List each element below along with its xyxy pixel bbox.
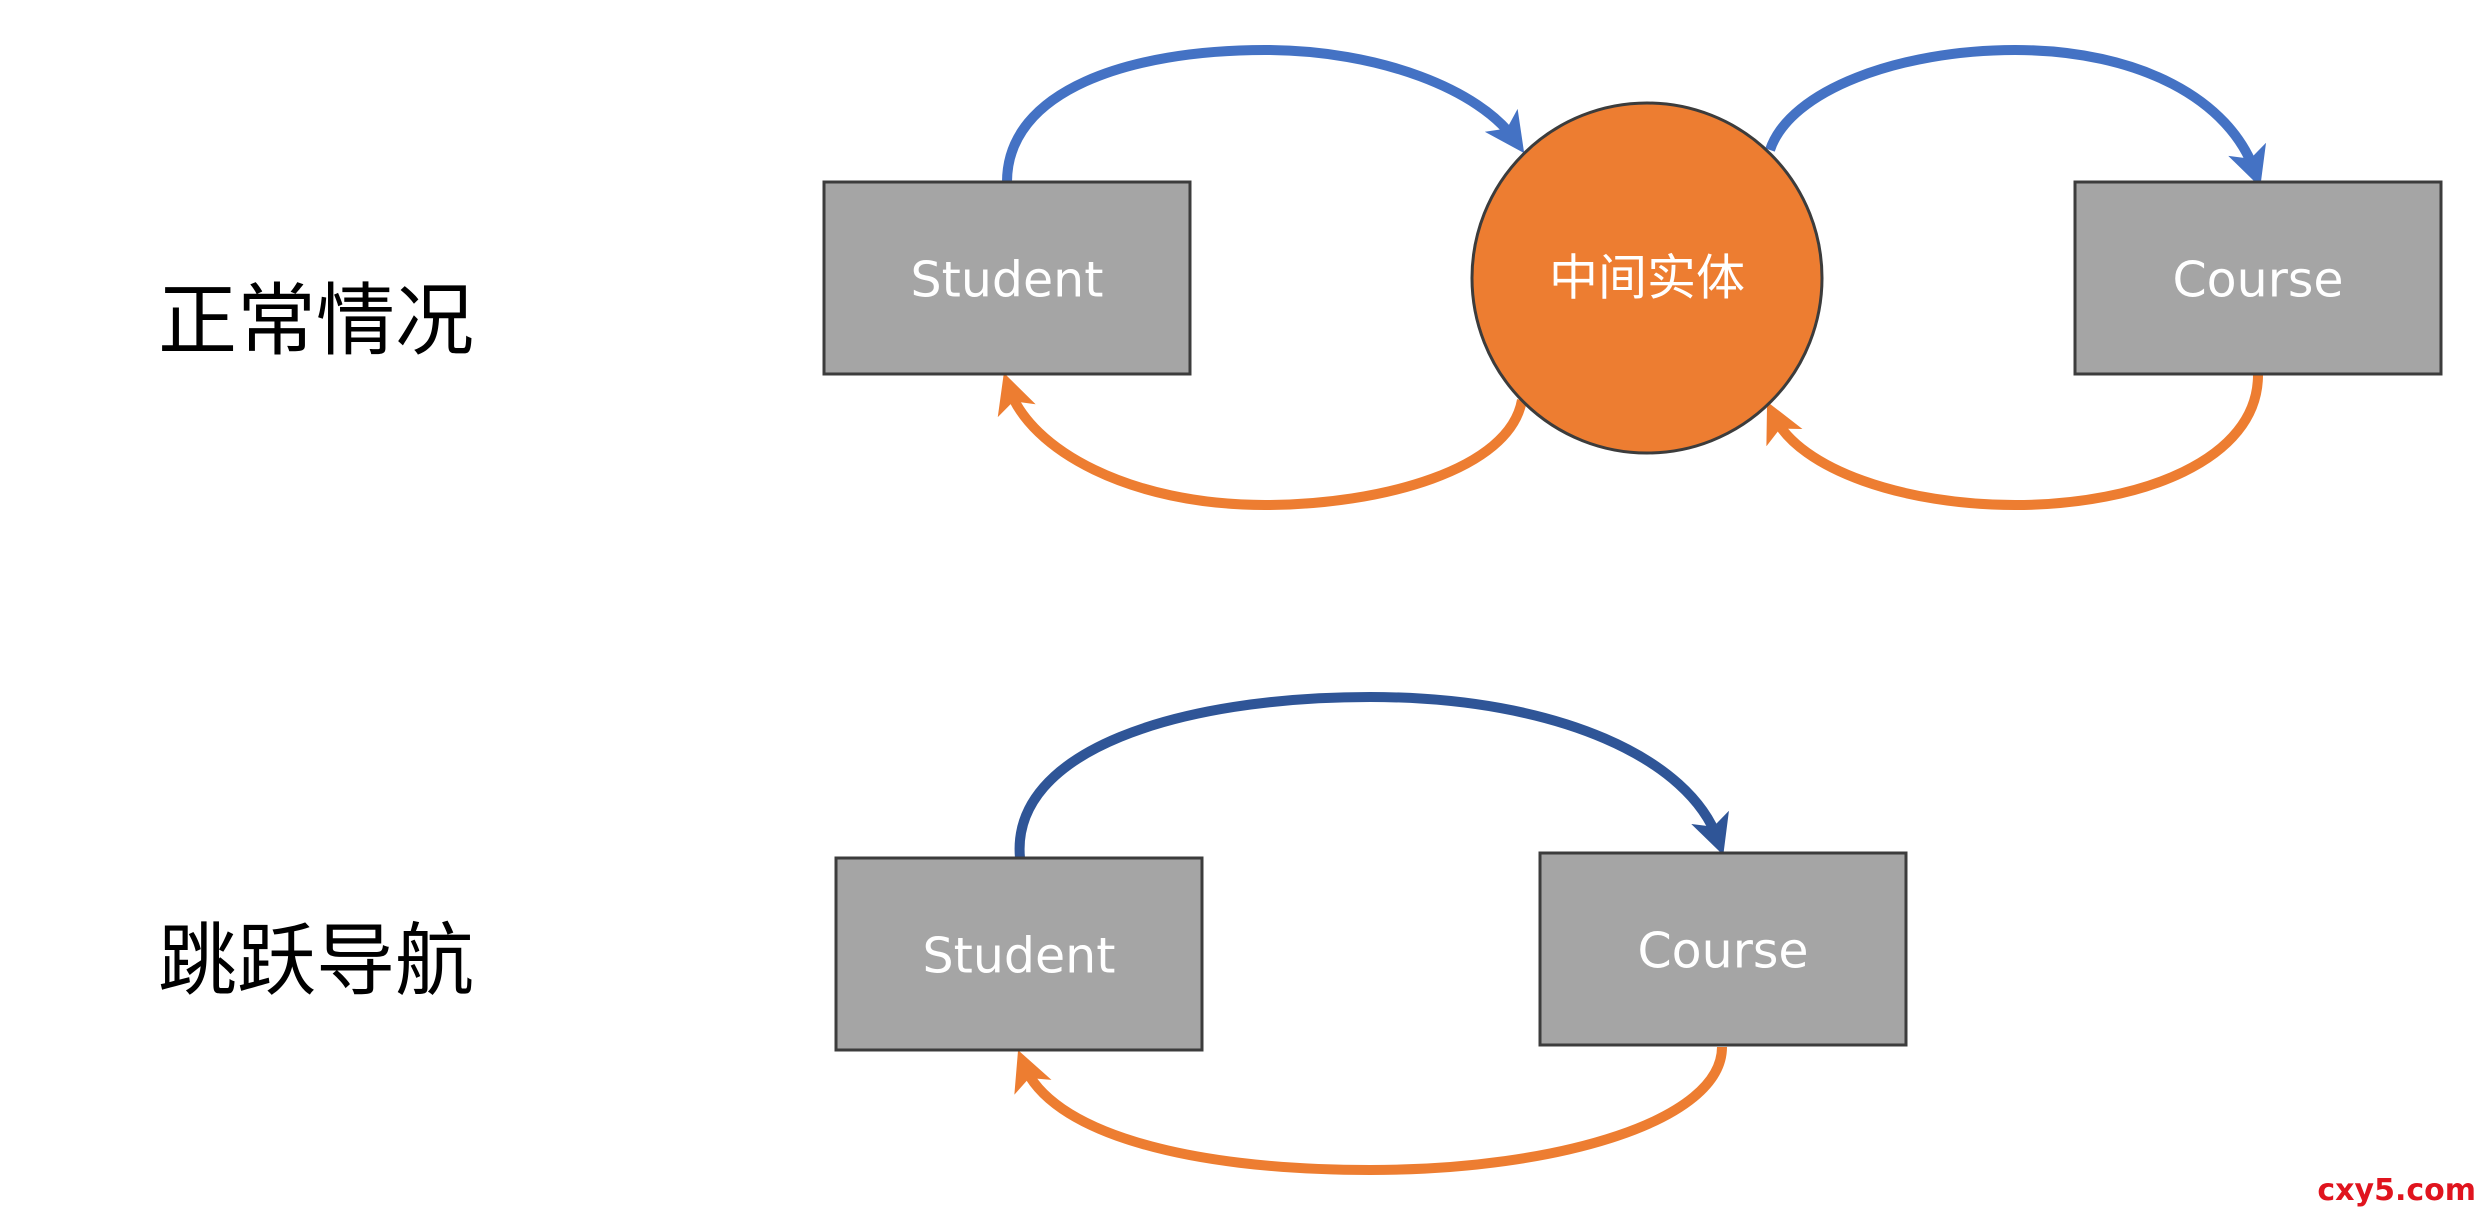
watermark-text: cxy5.com — [2317, 1173, 2476, 1208]
arrow-middle-to-course — [1765, 44, 2266, 188]
student-box — [822, 180, 1192, 376]
course-box — [2073, 180, 2443, 376]
jump-row: Student Course — [834, 691, 1908, 1176]
row-label-jump: 跳跃导航 — [158, 915, 474, 1007]
arrow-course-to-student — [1014, 1046, 1727, 1176]
course-label-jump: Course — [1637, 923, 1808, 980]
student-box-jump — [834, 856, 1204, 1052]
course-box-jump — [1538, 851, 1908, 1047]
arrow-student-to-course — [1014, 691, 1729, 859]
middle-entity-label: 中间实体 — [1549, 250, 1745, 307]
arrow-middle-to-student — [997, 372, 1527, 511]
arrow-student-to-middle — [1002, 44, 1525, 183]
student-label: Student — [911, 252, 1104, 309]
course-label: Course — [2172, 252, 2343, 309]
arrow-course-to-middle — [1766, 374, 2263, 511]
normal-row: Student 中间实体 Course — [822, 44, 2443, 511]
middle-entity-circle — [1470, 101, 1824, 455]
row-label-normal: 正常情况 — [158, 275, 474, 367]
student-label-jump: Student — [923, 928, 1116, 985]
